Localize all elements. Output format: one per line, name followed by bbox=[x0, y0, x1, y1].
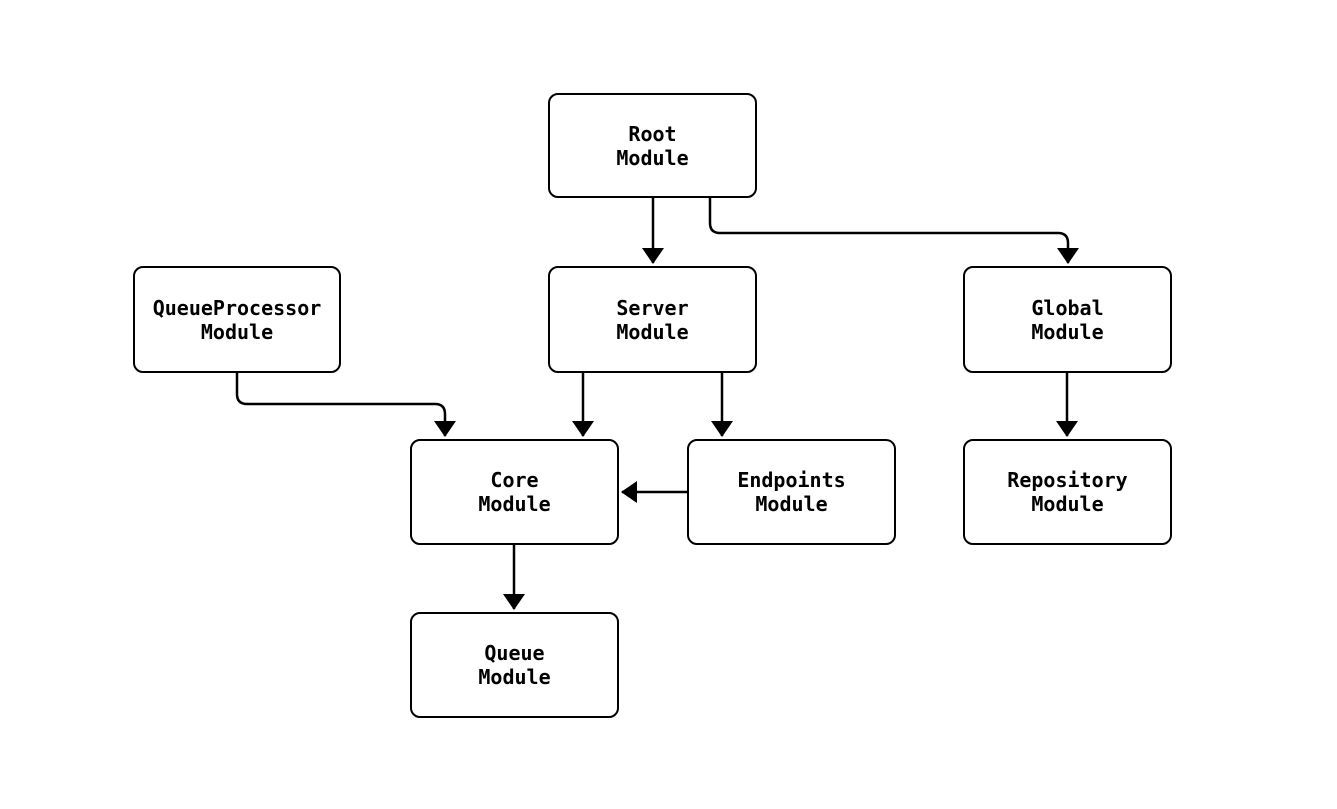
node-core-module: Core Module bbox=[410, 439, 619, 545]
node-global-module-label: Global Module bbox=[1031, 295, 1104, 344]
node-queue-module-label: Queue Module bbox=[478, 641, 551, 689]
edge-queueprocessor-to-core bbox=[235, 373, 456, 437]
node-repository-module: Repository Module bbox=[963, 439, 1172, 545]
node-queueprocessor-module-label: QueueProcessor Module bbox=[152, 295, 322, 344]
node-root-module-label: Root Module bbox=[616, 121, 689, 170]
node-global-module: Global Module bbox=[963, 266, 1172, 373]
node-queue-module: Queue Module bbox=[410, 612, 619, 718]
node-server-module-label: Server Module bbox=[616, 295, 689, 344]
node-endpoints-module: Endpoints Module bbox=[687, 439, 896, 545]
node-endpoints-module-label: Endpoints Module bbox=[737, 468, 846, 516]
node-queueprocessor-module: QueueProcessor Module bbox=[133, 266, 341, 373]
node-repository-module-label: Repository Module bbox=[1007, 468, 1128, 516]
node-core-module-label: Core Module bbox=[478, 468, 551, 516]
node-server-module: Server Module bbox=[548, 266, 757, 373]
edge-root-to-global bbox=[708, 198, 1079, 264]
node-root-module: Root Module bbox=[548, 93, 757, 198]
